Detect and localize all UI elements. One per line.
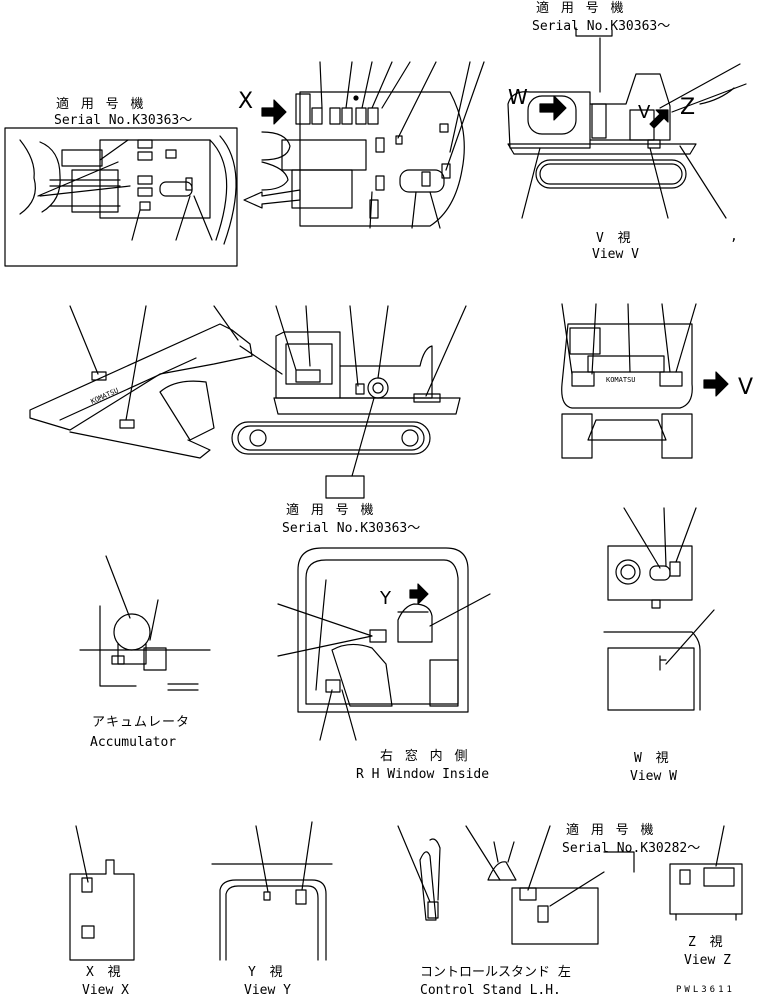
drawing-code: PWL3611 <box>676 985 735 995</box>
view-w-detail <box>603 507 715 711</box>
brand-text-rear: KOMATSU <box>606 376 636 384</box>
rh-window-jp: 右 窓 内 側 <box>380 748 469 764</box>
view-z-en: View Z <box>684 953 731 968</box>
view-y-en: View Y <box>244 983 291 997</box>
view-letter-v2: V <box>738 375 753 400</box>
view-z-jp: Z 視 <box>688 935 726 950</box>
accumulator-jp: アキュムレータ <box>92 715 190 730</box>
view-letter-z: Z <box>680 95 695 120</box>
serial-note-4-jp: 適 用 号 機 <box>566 822 655 838</box>
control-stand-en: Control Stand L.H. <box>420 983 561 997</box>
control-stand-detail <box>397 825 635 945</box>
view-x-en: View X <box>82 983 129 997</box>
accumulator-detail <box>79 555 211 691</box>
view-w-jp: W 視 <box>634 751 672 766</box>
control-stand-jp: コントロールスタンド 左 <box>420 965 571 980</box>
view-w-en: View W <box>630 769 677 784</box>
view-letter-w: W <box>508 85 528 109</box>
view-letter-x: X <box>238 89 253 114</box>
view-letter-v1: V <box>638 102 651 123</box>
machine-rear-view <box>561 303 729 459</box>
inset-top-view <box>4 127 238 267</box>
machine-top-view <box>243 61 485 229</box>
machine-full-view <box>29 305 467 499</box>
serial-note-2-en: Serial No.K30363～ <box>54 113 192 128</box>
view-v-jp: V 視 <box>596 231 634 246</box>
view-z-detail <box>669 825 743 921</box>
rh-window-detail <box>277 547 491 741</box>
serial-note-2-jp: 適 用 号 機 <box>56 96 145 112</box>
serial-note-3-en: Serial No.K30363～ <box>282 521 420 536</box>
view-y-detail <box>211 821 333 961</box>
accumulator-en: Accumulator <box>90 735 176 750</box>
serial-note-3-jp: 適 用 号 機 <box>286 502 375 518</box>
view-x-jp: X 視 <box>86 965 124 980</box>
serial-note-1-en: Serial No.K30363～ <box>532 19 670 34</box>
serial-note-1-jp: 適 用 号 機 <box>536 0 625 16</box>
view-x-detail <box>69 825 135 961</box>
machine-side-view <box>507 27 747 219</box>
brand-text-boom: KOMATSU <box>90 387 120 406</box>
view-v-en: View V <box>592 247 639 262</box>
rh-window-en: R H Window Inside <box>356 767 489 782</box>
stray-comma: , <box>730 229 738 244</box>
view-y-jp: Y 視 <box>248 965 286 980</box>
serial-note-4-en: Serial No.K30282～ <box>562 841 700 856</box>
view-letter-y: Y <box>379 588 392 609</box>
